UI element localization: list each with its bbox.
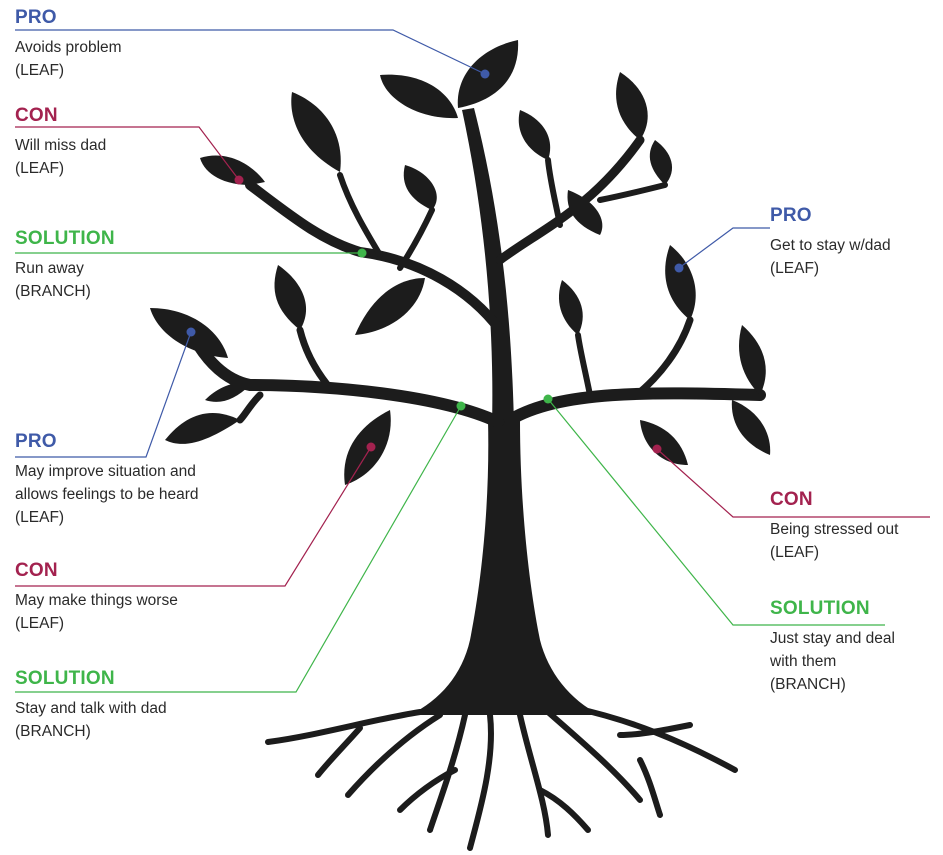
callout-text: (LEAF) [770,544,820,561]
callout-text: May make things worse [15,592,178,609]
connector-con-worse [15,446,372,587]
callout-text: (BRANCH) [770,676,846,693]
connector-sol-deal [547,398,885,626]
connector-pro-stay [678,227,770,269]
callout-pro-stay: PRO Get to stay w/dad (LEAF) [770,206,891,280]
branch-left-low [184,324,504,428]
branch-right-low-twig2 [575,332,593,398]
callout-heading: SOLUTION [15,668,115,689]
callout-text: Being stressed out [770,521,899,538]
branch-left-high-twig [337,172,383,258]
tree-upper-trunk [462,108,514,425]
callout-text: allows feelings to be heard [15,486,199,503]
leaf-right-top [616,72,648,140]
callout-text: (LEAF) [15,509,65,526]
callout-text: (LEAF) [15,62,65,79]
leaf-right-con [640,420,688,465]
callout-text: (LEAF) [770,260,820,277]
callout-text: Get to stay w/dad [770,237,891,254]
callout-sol-talk: SOLUTION Stay and talk with dad (BRANCH) [15,669,167,743]
callout-text: May improve situation and [15,463,196,480]
tree-trunk [410,420,600,715]
callout-text: Just stay and deal [770,630,895,647]
branch-right-high [495,135,645,265]
connector-con-stressed [656,448,930,518]
branch-left-high-twig2 [397,207,435,271]
callout-sol-deal: SOLUTION Just stay and deal with them (B… [770,599,895,696]
leaf-upper-left-1 [291,92,341,172]
tree-roots [265,705,738,851]
leaf-right-2 [649,140,673,185]
callout-dots [186,69,684,454]
callout-text: (LEAF) [15,160,65,177]
leaf-mid-left [355,278,425,335]
callout-text: (LEAF) [15,615,65,632]
connector-pro-improve [15,331,192,458]
callout-con-miss-dad: CON Will miss dad (LEAF) [15,106,106,180]
callout-heading: CON [770,489,813,510]
branch-left-low-twig2 [236,391,264,424]
callout-heading: PRO [15,431,57,452]
callout-heading: CON [15,105,58,126]
callout-connectors [15,29,930,693]
callout-heading: PRO [15,7,57,28]
callout-text: Will miss dad [15,137,107,154]
leaf-right-3 [518,110,551,160]
branch-left-low-twig [296,326,334,392]
branch-right-low [504,387,766,426]
callout-text: with them [770,653,837,670]
callout-text: (BRANCH) [15,723,91,740]
callout-heading: SOLUTION [770,598,870,619]
callout-pro-improve: PRO May improve situation and allows fee… [15,432,199,529]
leaf-right-4 [558,280,583,335]
callout-text: Stay and talk with dad [15,700,167,717]
connector-con-miss-dad [15,126,240,181]
callout-text: Run away [15,260,84,277]
branch-right-high-twig [545,157,563,228]
callout-text: (BRANCH) [15,283,91,300]
leaf-upper-left-2 [200,155,265,185]
tree-leaves [150,40,771,485]
leaf-left-low-1 [165,412,240,444]
callout-con-stressed: CON Being stressed out (LEAF) [770,490,898,564]
leaf-right-pro [665,245,696,320]
leaf-left-2 [274,265,307,330]
connector-pro-avoids [15,29,486,75]
branch-right-high-twig2 [597,182,668,203]
callout-text: Avoids problem [15,39,122,56]
leaf-left-low-2 [205,383,250,402]
callout-pro-avoids: PRO Avoids problem (LEAF) [15,8,122,82]
callout-con-worse: CON May make things worse (LEAF) [15,561,178,635]
leaf-top-left [380,74,458,119]
leaf-upper-left-3 [403,165,437,210]
callout-heading: PRO [770,205,812,226]
connector-sol-talk [15,405,462,693]
callout-heading: CON [15,560,58,581]
callout-heading: SOLUTION [15,228,115,249]
branch-right-low-twig [636,316,694,396]
leaf-right-5 [739,325,766,395]
leaf-right-mid [567,190,603,235]
leaf-right-6 [731,400,771,455]
callout-sol-run-away: SOLUTION Run away (BRANCH) [15,229,115,303]
